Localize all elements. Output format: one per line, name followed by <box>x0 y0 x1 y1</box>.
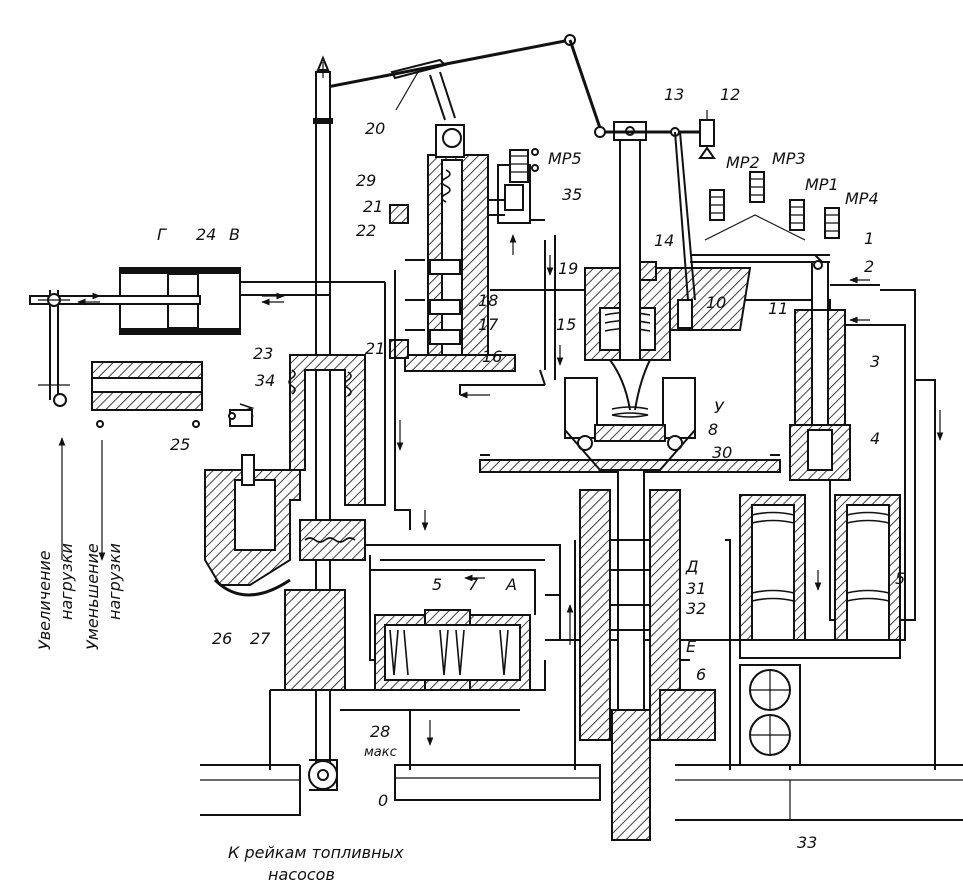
servo-block <box>389 124 531 372</box>
accumulators-5 <box>739 494 901 659</box>
label-23: 23 <box>253 344 273 363</box>
label-16: 16 <box>482 347 502 366</box>
flyweight-assembly <box>479 359 781 473</box>
bottom-caption-line1: К рейкам топливных <box>228 843 404 862</box>
label-maks: макс <box>364 745 397 760</box>
load-arrows <box>58 437 106 561</box>
label-6: 6 <box>696 665 706 684</box>
label-15: 15 <box>556 315 576 334</box>
label-11: 11 <box>768 299 788 318</box>
labels: 1 2 3 4 5 5 6 7 8 10 11 12 13 14 15 16 1… <box>157 85 905 852</box>
label-2: 2 <box>864 257 874 276</box>
caption-increase-1: Увеличение <box>35 550 54 650</box>
label-17: 17 <box>478 315 499 334</box>
bottom-caption-line2: насосов <box>268 865 335 884</box>
label-5a: 5 <box>432 575 442 594</box>
label-mp1: МР1 <box>805 175 839 194</box>
label-mp3: МР3 <box>772 149 806 168</box>
lever-13 <box>594 110 716 301</box>
label-mp2: МР2 <box>726 153 760 172</box>
oil-sump <box>200 764 963 821</box>
label-31: 31 <box>686 579 706 598</box>
label-22: 22 <box>356 221 376 240</box>
label-10: 10 <box>706 293 726 312</box>
load-cylinder-24 <box>29 267 385 335</box>
label-20: 20 <box>365 119 385 138</box>
label-D: Д <box>685 557 699 576</box>
left-link <box>38 290 70 407</box>
label-27: 27 <box>250 629 271 648</box>
label-33: 33 <box>797 833 817 852</box>
spring-assembly-a <box>370 569 536 691</box>
side-captions: Увеличение нагрузки Уменьшение нагрузки <box>35 543 124 650</box>
label-7: 7 <box>468 575 479 594</box>
label-A: А <box>505 575 517 594</box>
label-zero: 0 <box>378 791 388 810</box>
caption-decrease-2: нагрузки <box>105 543 124 620</box>
label-1: 1 <box>864 229 874 248</box>
caption-increase-2: нагрузки <box>57 543 76 620</box>
load-valve-column <box>760 254 851 481</box>
label-5b: 5 <box>895 569 905 588</box>
label-18: 18 <box>478 291 498 310</box>
gear-pump <box>739 664 801 766</box>
label-26: 26 <box>212 629 232 648</box>
solenoid-mp5 <box>509 148 539 183</box>
central-column <box>579 469 716 841</box>
label-U: У <box>714 398 725 417</box>
label-35: 35 <box>562 185 582 204</box>
label-24: 24 <box>196 225 216 244</box>
solenoid-25 <box>91 361 203 428</box>
label-32: 32 <box>686 599 706 618</box>
label-13: 13 <box>664 85 684 104</box>
label-14: 14 <box>654 231 674 250</box>
label-29: 29 <box>356 171 376 190</box>
label-30: 30 <box>712 443 732 462</box>
lever-20 <box>321 34 602 129</box>
label-mp4: МР4 <box>845 189 879 208</box>
label-28: 28 <box>370 722 390 741</box>
label-21b: 21 <box>365 339 385 358</box>
label-3: 3 <box>870 352 880 371</box>
label-8: 8 <box>708 420 718 439</box>
label-mp5: МР5 <box>548 149 582 168</box>
bottom-caption: К рейкам топливных насосов <box>228 843 404 884</box>
label-12: 12 <box>720 85 740 104</box>
label-19: 19 <box>558 259 578 278</box>
label-4: 4 <box>870 429 880 448</box>
label-V: В <box>229 225 240 244</box>
caption-decrease-1: Уменьшение <box>83 543 102 650</box>
label-G: Г <box>157 225 167 244</box>
label-E: Е <box>686 637 697 656</box>
label-21a: 21 <box>363 197 383 216</box>
label-25: 25 <box>170 435 190 454</box>
label-34: 34 <box>255 371 275 390</box>
booster-housing <box>204 354 366 691</box>
